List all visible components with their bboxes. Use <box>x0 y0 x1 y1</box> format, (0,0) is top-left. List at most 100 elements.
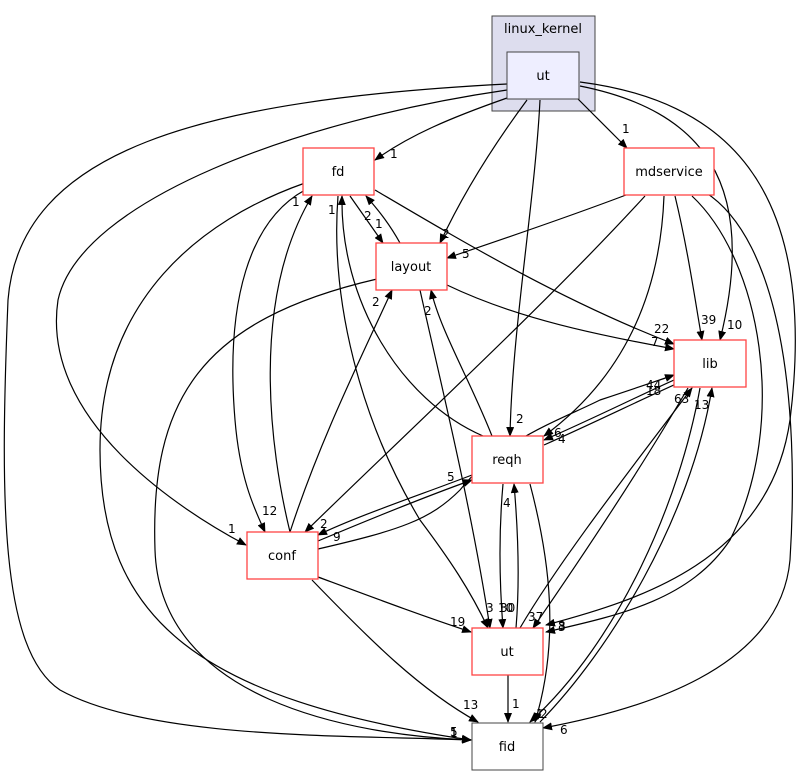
svg-text:mdservice: mdservice <box>635 165 702 180</box>
svg-text:fid: fid <box>499 740 515 755</box>
svg-text:ut: ut <box>500 645 513 660</box>
edge-reqh-conf <box>317 474 473 536</box>
edge-fid-lib <box>539 387 715 723</box>
edge-reqh-lib <box>543 379 686 446</box>
edge-label-conf-layout: 2 <box>372 295 380 309</box>
edge-reqh-fd <box>337 195 484 437</box>
edge-label-fid-lib: 13 <box>694 398 709 412</box>
edge-ut_top-fd <box>374 97 508 161</box>
edge-label-reqh-fid: 2 <box>540 707 548 721</box>
edge-label-mdservice-ut: 8 <box>558 619 566 633</box>
edge-conf-reqh <box>317 479 473 542</box>
svg-text:conf: conf <box>268 549 296 564</box>
edge-lib-reqh <box>543 379 675 441</box>
edge-fd-lib <box>374 189 675 345</box>
edge-label-ut_top-fd: 1 <box>390 147 398 161</box>
cluster-label: linux_kernel <box>504 22 582 37</box>
edge-fd-conf <box>232 189 306 533</box>
edge-mdservice-layout <box>446 194 627 259</box>
edge-reqh-ut <box>498 483 507 629</box>
edge-label-lib-fid: 1 <box>536 707 544 721</box>
edge-label-layout-fd: 1 <box>375 217 383 231</box>
node-fid[interactable]: fid <box>471 722 544 771</box>
edge-label-ut-lib: 63 <box>674 392 689 406</box>
edge-label-reqh-layout: 2 <box>424 304 432 318</box>
edge-label-ut_top-layout: 2 <box>442 227 450 241</box>
edge-label-mdservice-fid: 6 <box>560 723 568 737</box>
edge-label-reqh-ut: 30 <box>500 601 515 615</box>
edge-fd-layout <box>349 195 384 244</box>
edge-conf-ut <box>317 576 472 633</box>
edge-ut_top-ut <box>545 81 796 627</box>
edge-label-lib-ut: 37 <box>528 610 543 624</box>
edge-reqh-layout <box>429 289 493 437</box>
edge-ut_top-conf <box>55 89 508 546</box>
edge-layout-fd <box>365 195 401 244</box>
edge-label-fd-conf: 12 <box>262 504 277 518</box>
svg-text:reqh: reqh <box>492 453 522 468</box>
edge-label-fd-ut: 3 <box>486 601 494 615</box>
edge-conf-layout <box>289 289 393 533</box>
edge-label-ut_top-conf: 1 <box>228 522 236 536</box>
edge-label-mdservice-layout: 5 <box>462 247 470 261</box>
svg-text:lib: lib <box>702 357 717 372</box>
edge-label-fd-lib: 22 <box>654 322 669 336</box>
node-lib[interactable]: lib <box>673 339 747 388</box>
edge-mdservice-reqh <box>543 195 665 437</box>
edge-label-reqh-conf: 9 <box>333 530 341 544</box>
edge-label-ut-fid: 1 <box>512 697 520 711</box>
edge-label-ut_top-ut: 3 <box>558 620 566 634</box>
edge-label-ut_top-reqh: 2 <box>516 412 524 426</box>
edge-fd-ut <box>336 195 489 629</box>
svg-text:ut: ut <box>536 69 549 84</box>
edge-layout-lib <box>446 284 675 352</box>
edges: 1 1 2 2 10 1 3 5 2 1 22 12 3 1 7 10 1 <box>3 81 796 744</box>
edge-ut_top-fid <box>3 83 508 744</box>
edge-label-mdservice-conf: 2 <box>320 517 328 531</box>
edge-label-ut_top-fid: 5 <box>450 725 458 739</box>
node-ut-top[interactable]: ut <box>506 51 580 100</box>
node-ut[interactable]: ut <box>471 627 544 676</box>
edge-layout-ut <box>419 289 493 629</box>
edge-label-fd-fid: 1 <box>450 726 458 740</box>
node-fd[interactable]: fd <box>302 147 375 196</box>
edge-label-ut_top-lib: 10 <box>727 318 742 332</box>
edge-label-conf-lib: 44 <box>646 378 661 392</box>
edge-label-conf-fid: 13 <box>463 698 478 712</box>
node-layout[interactable]: layout <box>375 242 448 291</box>
edge-mdservice-fid <box>542 191 793 731</box>
edge-label-layout-fid: 1 <box>450 726 458 740</box>
edge-label-ut_top-mdservice: 1 <box>622 122 630 136</box>
edge-ut_top-reqh <box>506 99 541 437</box>
svg-text:fd: fd <box>332 165 345 180</box>
edge-fd-fid <box>99 182 472 743</box>
edge-mdservice-lib <box>674 195 705 341</box>
edge-label-conf-reqh: 5 <box>447 470 455 484</box>
edge-label-fd-layout: 2 <box>364 209 372 223</box>
edge-ut_top-mdservice <box>577 98 628 149</box>
edge-conf-fid <box>311 579 479 723</box>
edge-label-lib-reqh: 4 <box>558 432 566 446</box>
edge-ut-reqh <box>510 483 519 629</box>
node-conf[interactable]: conf <box>246 531 319 580</box>
node-mdservice[interactable]: mdservice <box>623 147 715 196</box>
edge-lib-ut <box>532 387 689 629</box>
edge-lib-fid <box>529 387 701 723</box>
edge-label-mdservice-lib: 39 <box>701 313 716 327</box>
edge-conf-fd <box>269 195 313 533</box>
edge-label-ut-reqh: 4 <box>503 496 511 510</box>
edge-label-reqh-fd: 1 <box>328 203 336 217</box>
edge-label-mdservice-reqh: 6 <box>554 426 562 440</box>
edge-mdservice-ut <box>545 195 763 634</box>
svg-text:layout: layout <box>391 260 432 275</box>
edge-ut-lib <box>519 387 693 629</box>
edge-ut_top-layout <box>439 99 528 244</box>
edge-label-conf-ut: 19 <box>450 615 465 629</box>
edge-mdservice-conf <box>304 195 646 533</box>
edge-label-layout-lib: 7 <box>651 335 659 349</box>
edge-label-conf-fd: 1 <box>292 195 300 209</box>
node-reqh[interactable]: reqh <box>471 435 544 484</box>
edge-reqh-fid <box>529 483 551 723</box>
edge-layout-fid <box>154 278 472 744</box>
